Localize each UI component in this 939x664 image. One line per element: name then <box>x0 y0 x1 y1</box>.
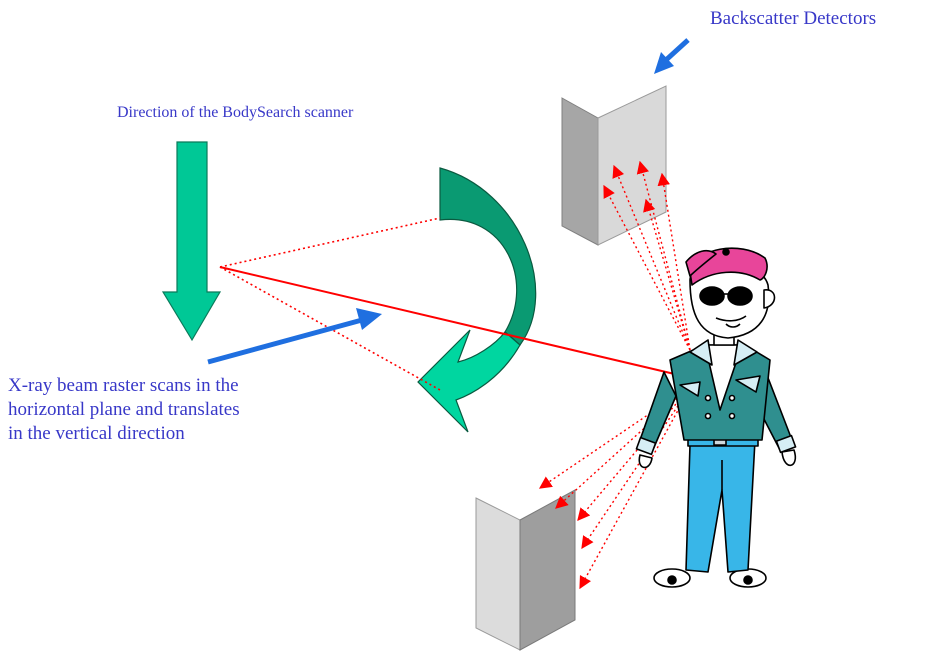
backscatter-rays-upper <box>603 160 691 351</box>
person-cartoon-icon <box>635 247 797 588</box>
detector-pointer-arrow-icon <box>654 38 690 74</box>
beam-pointer-arrow-icon <box>207 308 382 365</box>
xray-beam-label: X-ray beam raster scans in the horizonta… <box>8 374 240 446</box>
xray-beam-label-line-1: X-ray beam raster scans in the <box>8 375 239 396</box>
backscatter-detectors-label: Backscatter Detectors <box>710 8 877 29</box>
xray-beam-label-line-3: in the vertical direction <box>8 423 185 444</box>
xray-beam-label-line-2: horizontal plane and translates <box>8 399 240 420</box>
scanner-direction-label: Direction of the BodySearch scanner <box>117 104 354 121</box>
rotation-curved-arrow-icon <box>417 167 537 433</box>
backscatter-detector-upper <box>561 85 667 246</box>
backscatter-detector-lower <box>475 489 576 651</box>
scanner-direction-arrow-icon <box>161 141 222 342</box>
